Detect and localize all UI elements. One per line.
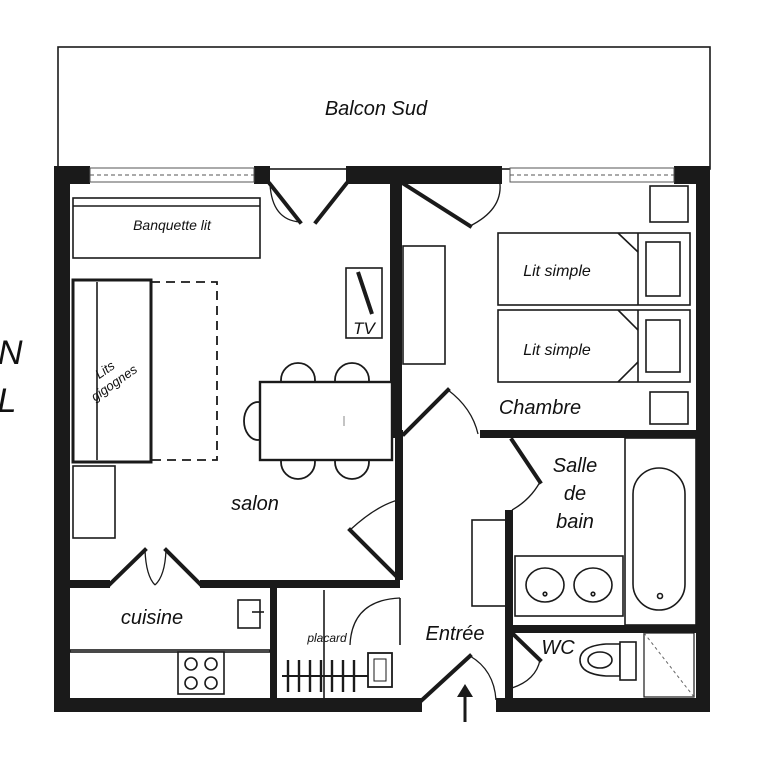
stove-icon	[177, 651, 225, 695]
door-kitchen	[107, 547, 203, 587]
balcony-door-bedroom	[401, 181, 501, 229]
closet-label: placard	[306, 631, 347, 645]
door-closet	[349, 597, 401, 646]
bathtub-icon	[624, 437, 697, 626]
kitchen-counter-edge	[69, 649, 271, 653]
window-living	[89, 167, 255, 183]
left-edge-text-2: IL	[0, 382, 16, 420]
door-bedroom	[401, 387, 479, 437]
entrance-label: Entrée	[426, 623, 485, 645]
tv-screen	[356, 271, 374, 315]
single-bed-1	[497, 232, 691, 306]
door-bathroom	[509, 437, 543, 511]
sofa-bed-label: Banquette lit	[133, 217, 212, 233]
wc-label: WC	[541, 637, 575, 659]
door-entrance	[419, 653, 497, 703]
dining-table	[243, 362, 394, 480]
balcony-door-living	[267, 181, 349, 225]
entrance-arrow-icon	[457, 684, 473, 722]
tv-label: TV	[353, 319, 376, 338]
kitchen-label: cuisine	[121, 607, 183, 629]
fridge-icon	[237, 599, 264, 629]
single-bed-2	[497, 309, 691, 383]
bathroom-label-2: de	[564, 483, 586, 505]
bathroom-label-3: bain	[556, 511, 594, 533]
bedroom-wardrobe	[402, 245, 446, 365]
closet-rail	[282, 590, 393, 698]
balcony-label: Balcon Sud	[325, 98, 428, 120]
interior-walls	[70, 180, 696, 700]
outer-walls	[54, 166, 710, 712]
entrance-cabinet	[471, 519, 509, 607]
bedside-table-bottom	[649, 391, 689, 425]
door-wc	[509, 630, 543, 689]
wc-duct	[643, 632, 695, 698]
toilet-icon	[579, 641, 637, 681]
living-cabinet	[72, 465, 116, 539]
balcony-area	[57, 46, 711, 170]
bunk-beds	[71, 278, 218, 464]
bedroom-label: Chambre	[499, 397, 581, 419]
tv-unit	[345, 267, 383, 339]
bedside-table-top	[649, 185, 689, 223]
single-bed-2-label: Lit simple	[523, 342, 591, 359]
living-room-label: salon	[231, 493, 279, 515]
door-salon	[347, 499, 401, 581]
double-sink-icon	[514, 555, 624, 617]
bathroom-label-1: Salle	[553, 455, 597, 477]
window-bedroom	[509, 167, 675, 183]
sofa-bed	[72, 197, 261, 259]
single-bed-1-label: Lit simple	[523, 263, 591, 280]
left-edge-text-1: N	[0, 334, 23, 372]
